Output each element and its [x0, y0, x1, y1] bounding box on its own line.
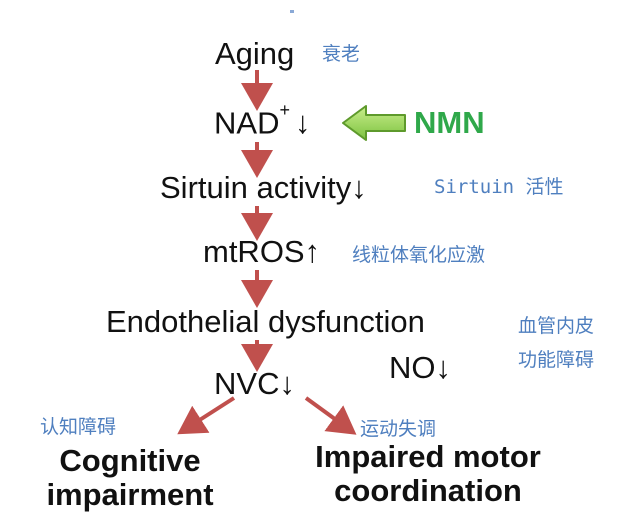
- outcome-cognitive-line2: impairment: [46, 477, 214, 513]
- label-cognitive-cn: 认知障碍: [40, 416, 117, 438]
- outcome-cognitive-line1: Cognitive: [59, 443, 201, 478]
- outcome-motor-line1: Impaired motor: [315, 439, 541, 474]
- arrow-nvc-to-cognitive: [177, 396, 236, 435]
- label-motor-cn: 运动失调: [360, 418, 437, 440]
- nad-down-arrow: ↓: [294, 105, 311, 141]
- node-endothelial: Endothelial dysfunction: [106, 304, 425, 339]
- arrow-nvc-to-motor: [304, 396, 357, 435]
- small-marker: [290, 10, 294, 13]
- node-nvc: NVC↓: [214, 366, 295, 401]
- outcome-motor: Impaired motor coordination: [283, 439, 573, 509]
- node-aging: Aging: [215, 36, 295, 71]
- node-mtros: mtROS↑: [203, 234, 321, 269]
- label-endothelial-cn-2: 功能障碍: [518, 349, 595, 371]
- nad-superscript: +: [279, 100, 290, 120]
- node-sirtuin: Sirtuin activity↓: [160, 170, 367, 205]
- label-mtros-cn: 线粒体氧化应激: [352, 244, 486, 266]
- nmn-block-arrow: [342, 105, 406, 141]
- outcome-cognitive: Cognitive impairment: [25, 443, 235, 513]
- label-endothelial-cn-1: 血管内皮: [518, 315, 595, 337]
- nmn-label: NMN: [414, 105, 485, 140]
- nad-text: NAD: [214, 105, 280, 141]
- node-nad: NAD+↓: [214, 101, 311, 141]
- node-no: NO↓: [389, 350, 451, 385]
- label-aging-cn: 衰老: [322, 43, 361, 65]
- outcome-motor-line2: coordination: [334, 473, 522, 509]
- label-sirtuin-cn: Sirtuin 活性: [434, 176, 564, 198]
